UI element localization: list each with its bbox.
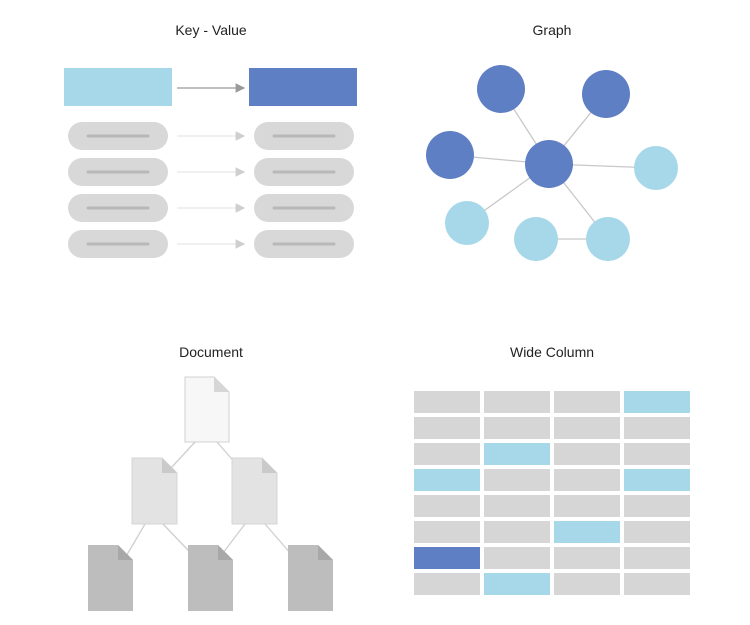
wide-column-title: Wide Column	[509, 344, 595, 360]
kv-rows	[68, 122, 354, 258]
key-value-diagram	[64, 68, 357, 258]
graph-node-top-left	[477, 65, 525, 113]
graph-node-bottom-left	[445, 201, 489, 245]
wide-column-cell	[484, 443, 550, 465]
wide-column-cell	[624, 521, 690, 543]
wide-column-cell	[624, 443, 690, 465]
wide-column-cell	[484, 417, 550, 439]
wide-column-cell	[624, 417, 690, 439]
document-child-left	[131, 457, 178, 525]
wide-column-cell	[624, 573, 690, 595]
document-title: Document	[179, 344, 243, 360]
wide-column-cell	[554, 391, 620, 413]
wide-column-cell	[414, 495, 480, 517]
document-leaf-3	[288, 545, 333, 611]
wide-column-cell	[414, 547, 480, 569]
graph-node-center	[525, 140, 573, 188]
document-diagram	[88, 376, 333, 611]
wide-column-cell	[624, 547, 690, 569]
graph-title: Graph	[532, 22, 572, 38]
wide-column-cell	[624, 391, 690, 413]
wide-column-cell	[484, 469, 550, 491]
kv-value-header	[249, 68, 357, 106]
graph-node-right	[634, 146, 678, 190]
wide-column-cell	[414, 469, 480, 491]
wide-column-cell	[484, 547, 550, 569]
document-root	[184, 376, 230, 443]
wide-column-cell	[414, 391, 480, 413]
wide-column-cell	[624, 469, 690, 491]
kv-key-header	[64, 68, 172, 106]
wide-column-cell	[554, 573, 620, 595]
wide-column-cell	[484, 521, 550, 543]
wide-column-cell	[414, 521, 480, 543]
graph-node-left	[426, 131, 474, 179]
document-child-right	[231, 457, 278, 525]
wide-column-cell	[554, 469, 620, 491]
wide-column-cell	[624, 495, 690, 517]
wide-column-cell	[414, 443, 480, 465]
wide-column-cell	[484, 573, 550, 595]
graph-node-bottom-middle	[514, 217, 558, 261]
graph-node-bottom-right	[586, 217, 630, 261]
wide-column-cell	[554, 547, 620, 569]
wide-column-cell	[414, 417, 480, 439]
wide-column-cell	[414, 573, 480, 595]
wide-column-cell	[484, 391, 550, 413]
wide-column-cell	[484, 495, 550, 517]
graph-diagram	[426, 65, 678, 261]
wide-column-cell	[554, 417, 620, 439]
wide-column-cell	[554, 443, 620, 465]
document-leaf-1	[88, 545, 133, 611]
document-leaf-2	[188, 545, 233, 611]
graph-node-top-right	[582, 70, 630, 118]
wide-column-cell	[554, 495, 620, 517]
wide-column-grid	[414, 391, 690, 595]
key-value-title: Key - Value	[175, 22, 247, 38]
wide-column-cell	[554, 521, 620, 543]
